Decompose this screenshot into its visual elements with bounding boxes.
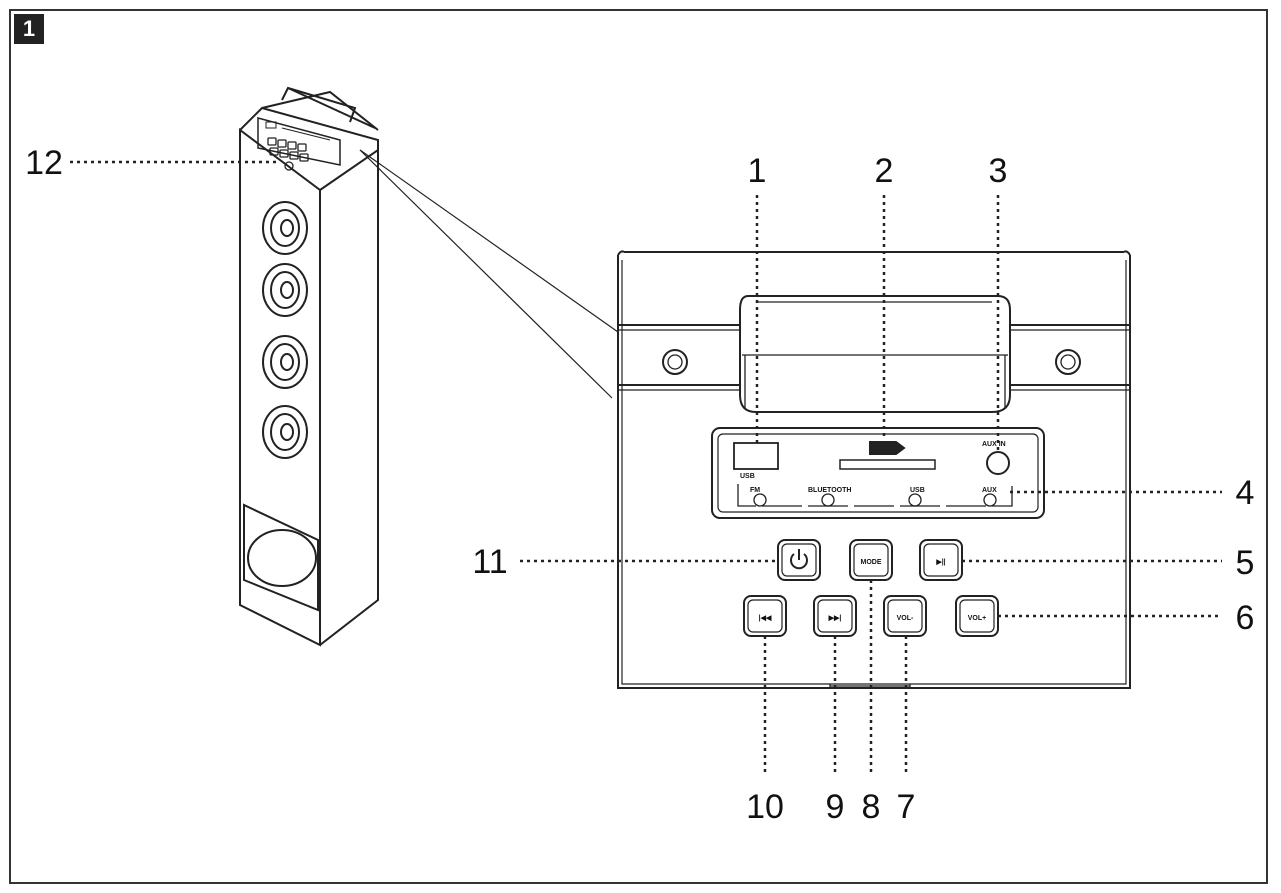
tower-speaker	[239, 86, 619, 647]
mode-button[interactable]: MODE	[861, 559, 882, 566]
callout-2: 2	[875, 152, 894, 190]
callout-6: 6	[1236, 599, 1255, 637]
callout-leaders	[70, 160, 1222, 775]
callout-8: 8	[862, 788, 881, 826]
callout-11: 11	[472, 543, 507, 581]
callout-5: 5	[1236, 544, 1255, 582]
play-pause-button[interactable]: ▶||	[935, 559, 945, 566]
vol-down-button[interactable]: VOL-	[897, 615, 914, 622]
next-button[interactable]: ▶▶|	[828, 615, 842, 622]
figure-frame	[9, 9, 1268, 884]
usb-port-label: USB	[740, 473, 755, 480]
callout-9: 9	[826, 788, 845, 826]
callout-3: 3	[989, 152, 1008, 190]
indicator-usb: USB	[910, 487, 925, 494]
indicator-aux: AUX	[982, 487, 997, 494]
power-icon	[790, 549, 808, 570]
vol-up-button[interactable]: VOL+	[968, 615, 986, 622]
indicator-fm: FM	[750, 487, 760, 494]
control-panel-zoom	[617, 250, 1131, 689]
aux-in-label: AUX IN	[982, 441, 1006, 448]
driver-stack	[262, 201, 308, 459]
callout-7: 7	[897, 788, 916, 826]
callout-12: 12	[25, 144, 63, 182]
figure-number-badge: 1	[14, 14, 44, 44]
prev-button[interactable]: |◀◀	[759, 615, 772, 622]
callout-10: 10	[746, 788, 784, 826]
indicator-bluetooth: BLUETOOTH	[808, 487, 851, 494]
callout-4: 4	[1236, 474, 1255, 512]
callout-1: 1	[748, 152, 767, 190]
